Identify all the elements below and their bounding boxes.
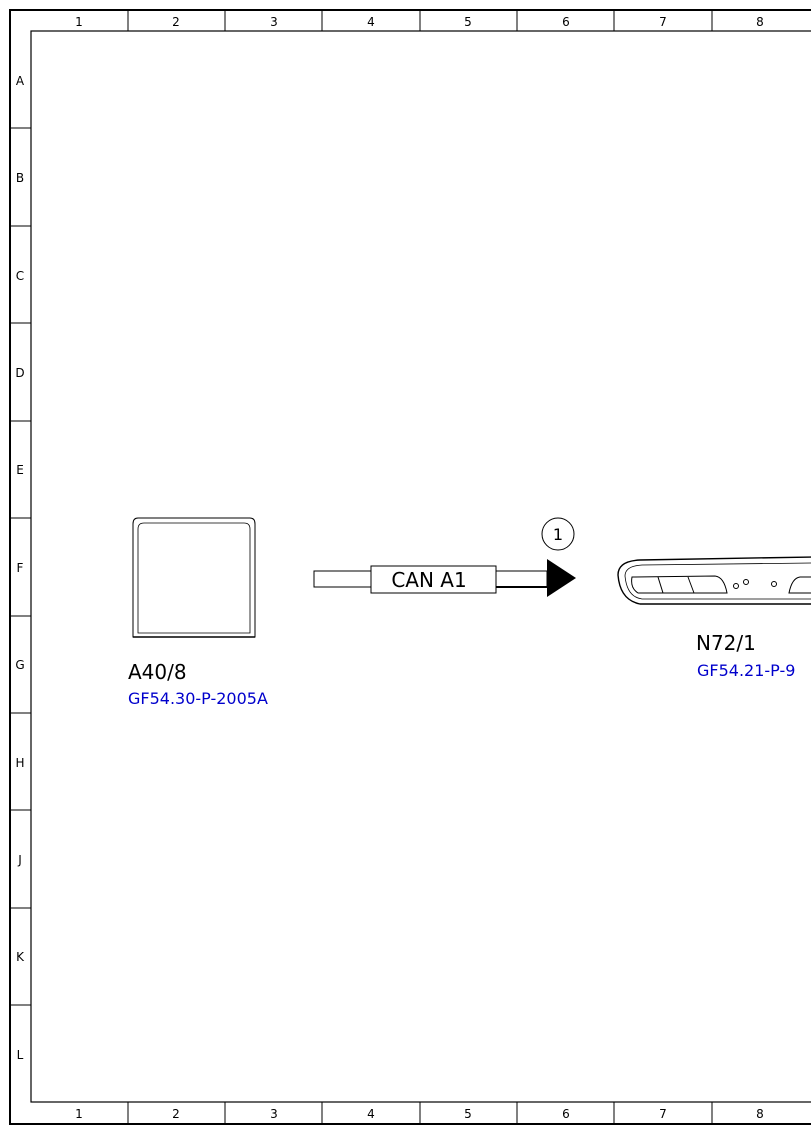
column-label: 7 bbox=[659, 1107, 667, 1121]
n72-1-label: N72/1 bbox=[696, 631, 756, 655]
column-label: 2 bbox=[172, 15, 180, 29]
can-bus-label: CAN A1 bbox=[391, 568, 466, 592]
callout-circle bbox=[541, 517, 575, 551]
row-label: F bbox=[17, 561, 24, 575]
button-divider bbox=[687, 576, 695, 594]
control-panel-button-strip bbox=[631, 575, 728, 594]
row-label: H bbox=[15, 756, 24, 770]
top-ruler bbox=[127, 10, 713, 31]
column-label: 6 bbox=[562, 1107, 570, 1121]
arrow-right-icon bbox=[547, 559, 576, 597]
row-label: J bbox=[17, 853, 22, 867]
control-panel-icon bbox=[617, 556, 811, 605]
row-label: G bbox=[15, 658, 24, 672]
row-label: A bbox=[16, 74, 25, 88]
a40-8-label: A40/8 bbox=[128, 660, 187, 684]
display-unit-icon bbox=[132, 517, 256, 638]
bottom-ruler bbox=[127, 1102, 713, 1124]
display-unit-inner-outline bbox=[137, 522, 251, 634]
column-label: 1 bbox=[75, 1107, 83, 1121]
inner-frame bbox=[30, 30, 811, 1103]
row-label: E bbox=[16, 463, 24, 477]
column-label: 8 bbox=[756, 15, 764, 29]
column-label: 3 bbox=[270, 1107, 278, 1121]
a40-8-reference-link[interactable]: GF54.30-P-2005A bbox=[128, 689, 268, 708]
column-label: 2 bbox=[172, 1107, 180, 1121]
can-line-right bbox=[495, 570, 548, 588]
column-label: 8 bbox=[756, 1107, 764, 1121]
row-label: C bbox=[16, 269, 24, 283]
control-panel-button-strip-right bbox=[788, 576, 811, 594]
row-label: B bbox=[16, 171, 24, 185]
column-label: 1 bbox=[75, 15, 83, 29]
callout-number: 1 bbox=[553, 525, 563, 544]
column-label: 7 bbox=[659, 15, 667, 29]
column-label: 4 bbox=[367, 1107, 375, 1121]
row-label: D bbox=[15, 366, 24, 380]
top-column-labels: 1 2 3 4 5 6 7 8 bbox=[75, 15, 764, 29]
row-label: K bbox=[16, 950, 25, 964]
column-label: 3 bbox=[270, 15, 278, 29]
n72-1-reference-link[interactable]: GF54.21-P-9 bbox=[697, 661, 795, 680]
a40-8-component[interactable] bbox=[132, 517, 256, 638]
can-bus-box bbox=[370, 565, 497, 594]
column-label: 5 bbox=[464, 15, 472, 29]
column-label: 6 bbox=[562, 15, 570, 29]
bottom-column-labels: 1 2 3 4 5 6 7 8 bbox=[75, 1107, 764, 1121]
control-panel-inner-outline bbox=[624, 562, 811, 600]
indicator-dot bbox=[743, 579, 749, 585]
can-bus-connection: CAN A1 bbox=[313, 559, 576, 597]
can-line-left bbox=[313, 570, 372, 588]
column-label: 5 bbox=[464, 1107, 472, 1121]
row-label: L bbox=[17, 1048, 24, 1062]
button-divider bbox=[657, 576, 664, 594]
row-labels: A B C D E F G H J K L bbox=[15, 74, 25, 1062]
callout-1: 1 bbox=[541, 517, 575, 551]
column-label: 4 bbox=[367, 15, 375, 29]
left-ruler bbox=[10, 127, 31, 1006]
indicator-dot bbox=[733, 583, 739, 589]
indicator-dot bbox=[771, 581, 777, 587]
n72-1-component[interactable] bbox=[617, 556, 811, 605]
